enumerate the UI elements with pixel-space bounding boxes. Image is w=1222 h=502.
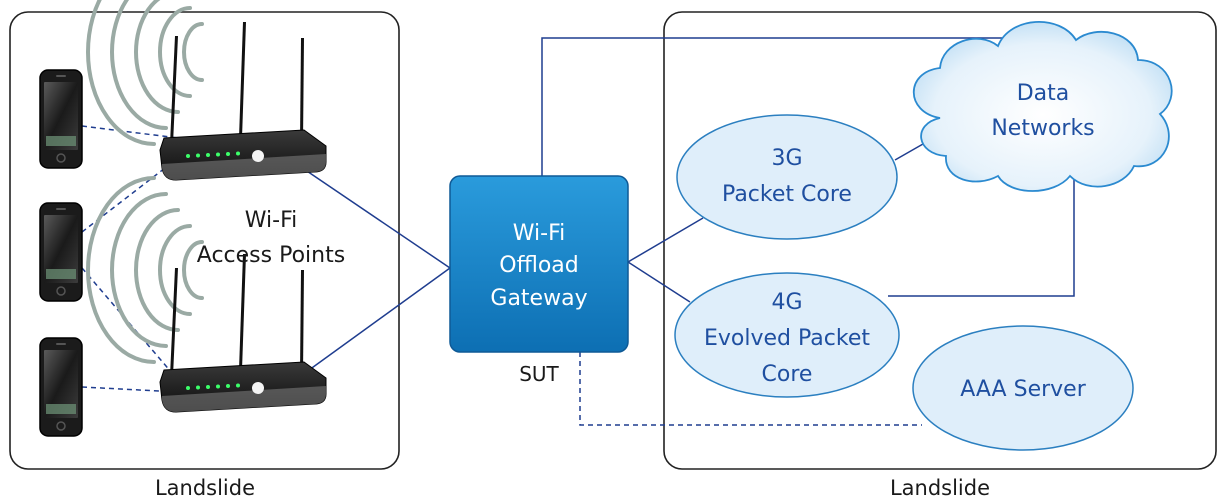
svg-text:Gateway: Gateway (490, 286, 587, 311)
link-ap1-gateway (297, 164, 451, 269)
left-landslide-panel (9, 11, 400, 470)
svg-text:4G: 4G (771, 290, 802, 315)
wifi-signal-icon (86, 0, 204, 146)
svg-text:Core: Core (762, 362, 813, 387)
sut-label: SUT (519, 362, 559, 386)
link-4g-cloud (888, 166, 1075, 297)
svg-text:Offload: Offload (499, 253, 579, 278)
svg-text:Networks: Networks (991, 116, 1094, 141)
wifi-signal-icon (86, 176, 204, 364)
smartphone-icon (39, 337, 83, 437)
access-points-label: Access Points (197, 243, 345, 268)
access-points-label: Wi-Fi (245, 208, 298, 233)
smartphone-icon (39, 202, 83, 302)
4g-evolved-packet-core: 4G Evolved Packet Core (674, 272, 900, 398)
cloud-icon (913, 21, 1173, 192)
link-gateway-4g (627, 261, 691, 303)
svg-text:AAA Server: AAA Server (960, 377, 1086, 402)
3g-packet-core: 3G Packet Core (676, 114, 898, 240)
link-gateway-cloud-top (541, 37, 1042, 176)
wifi-offload-gateway: Wi-Fi Offload Gateway (449, 175, 629, 353)
link-gateway-aaa (579, 352, 922, 426)
svg-text:Evolved Packet: Evolved Packet (704, 326, 870, 351)
link-ap2-gateway (297, 267, 451, 379)
svg-text:Wi-Fi: Wi-Fi (513, 221, 566, 246)
link-gateway-3g (627, 217, 704, 263)
smartphone-icon (39, 69, 83, 169)
svg-text:3G: 3G (771, 146, 802, 171)
data-networks-cloud: Data Networks (913, 21, 1173, 192)
left-panel-caption: Landslide (155, 476, 255, 500)
aaa-server: AAA Server (912, 325, 1134, 451)
right-panel-caption: Landslide (890, 476, 990, 500)
svg-text:Data: Data (1017, 81, 1070, 106)
svg-text:Packet Core: Packet Core (722, 182, 852, 207)
